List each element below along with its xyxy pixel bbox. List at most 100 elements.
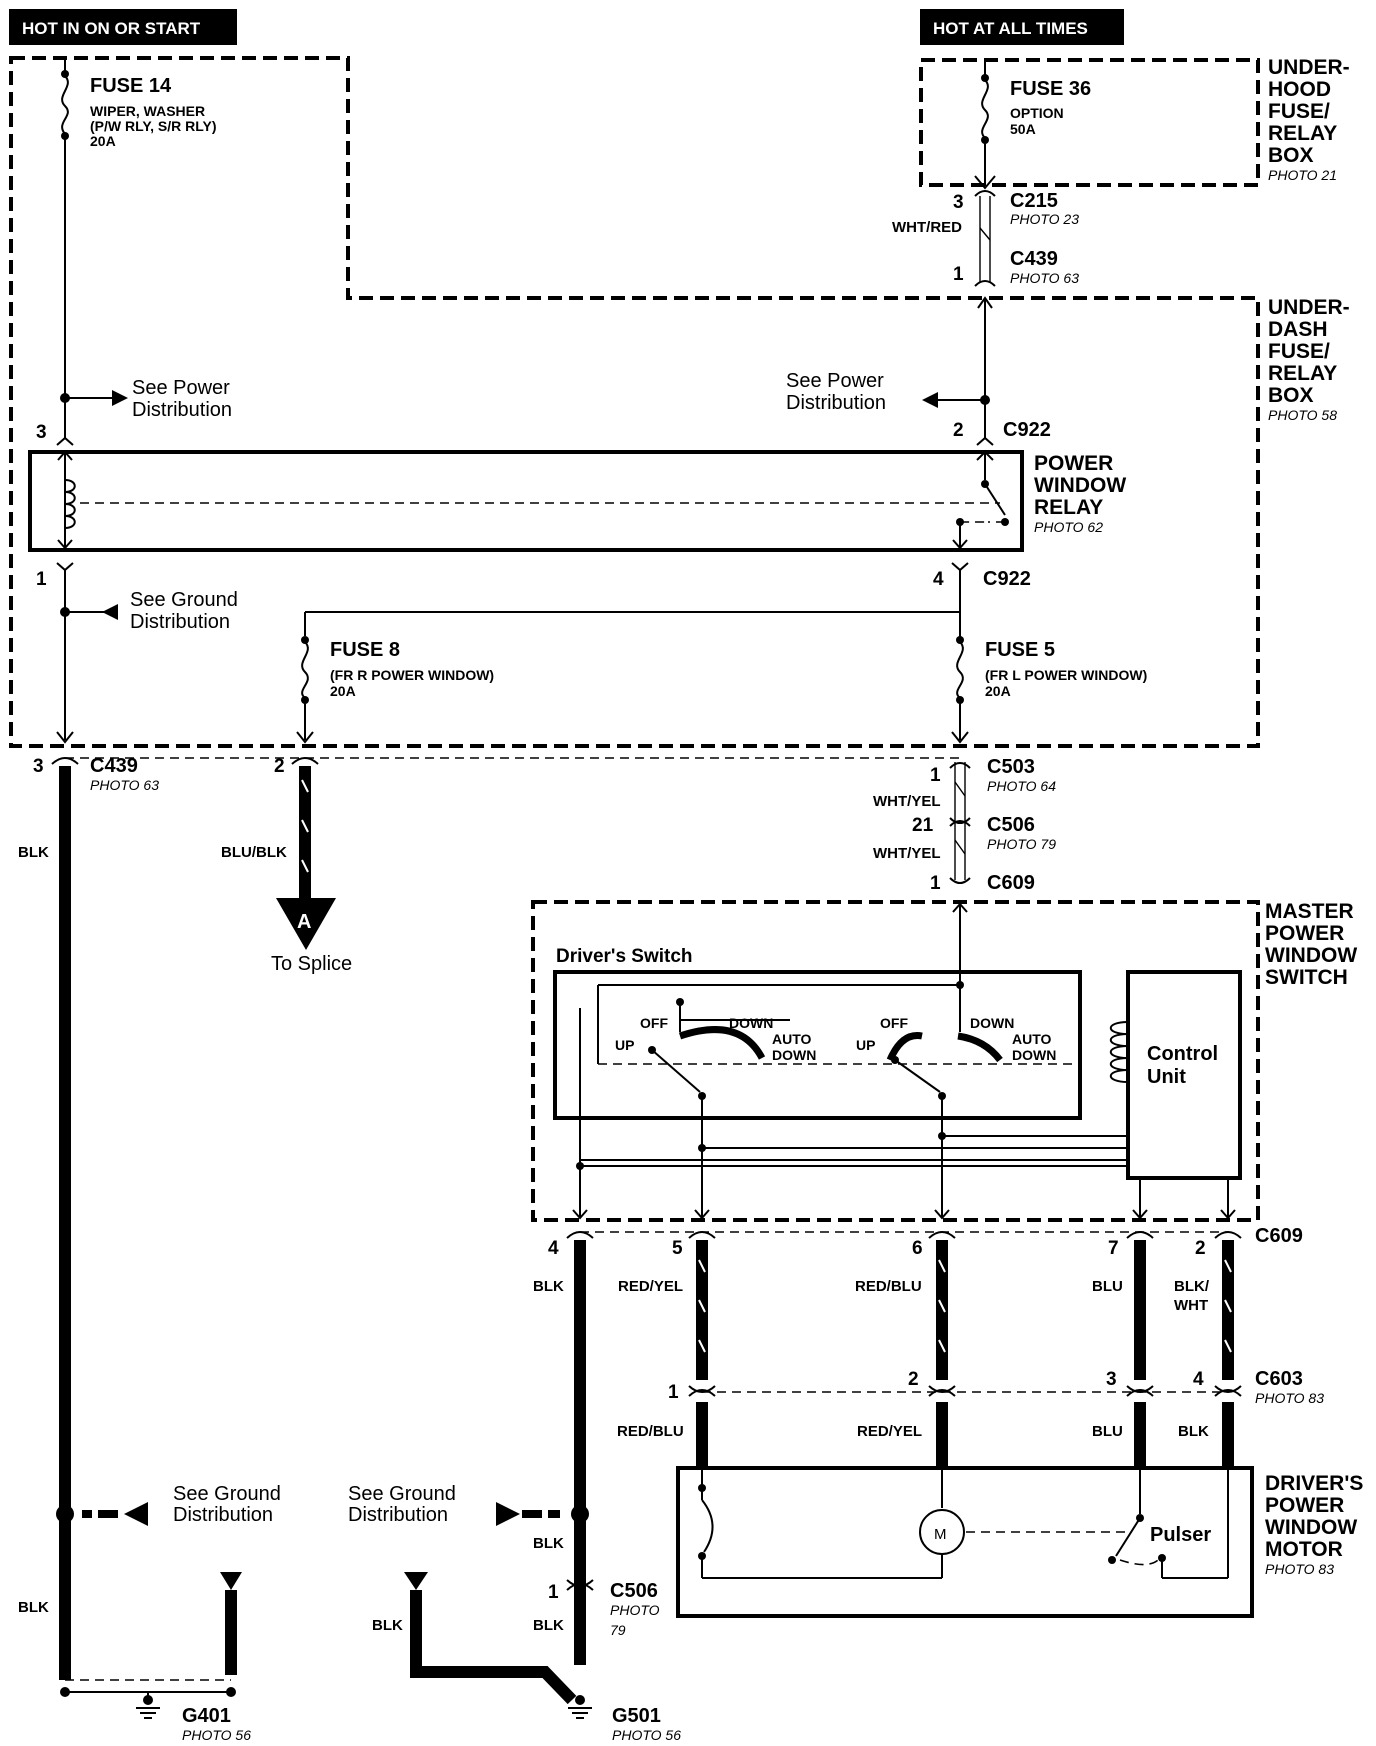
wire-label-red-blu-m1: RED/BLU xyxy=(617,1423,684,1440)
svg-text:PHOTO 79: PHOTO 79 xyxy=(987,836,1056,852)
svg-text:C609: C609 xyxy=(987,872,1035,894)
svg-text:1: 1 xyxy=(930,873,941,894)
svg-text:RELAY: RELAY xyxy=(1268,122,1337,145)
c922-top-label: C922 xyxy=(1003,419,1051,441)
svg-text:(FR L POWER WINDOW): (FR L POWER WINDOW) xyxy=(985,667,1147,683)
svg-text:PHOTO 64: PHOTO 64 xyxy=(987,778,1056,794)
c922-pin-3: 3 xyxy=(36,422,47,443)
svg-text:4: 4 xyxy=(1193,1369,1204,1390)
svg-text:PHOTO 62: PHOTO 62 xyxy=(1034,519,1103,535)
see-ground-top: See Ground Distribution xyxy=(130,589,238,633)
svg-text:50A: 50A xyxy=(1010,121,1036,137)
svg-text:WINDOW: WINDOW xyxy=(1034,474,1126,497)
splice-a-marker: A xyxy=(276,898,336,950)
wire-label-red-yel-m2: RED/YEL xyxy=(857,1423,922,1440)
svg-text:POWER: POWER xyxy=(1034,452,1113,475)
svg-text:UP: UP xyxy=(615,1037,634,1053)
svg-text:1: 1 xyxy=(953,264,964,285)
svg-text:A: A xyxy=(297,911,311,933)
svg-text:MOTOR: MOTOR xyxy=(1265,1538,1343,1561)
see-power-right: See Power Distribution xyxy=(786,370,886,414)
svg-text:OFF: OFF xyxy=(880,1015,908,1031)
wire-label-blk-g501-a: BLK xyxy=(533,1535,564,1552)
svg-text:3: 3 xyxy=(33,756,44,777)
drivers-power-window-motor: M Pulser xyxy=(676,1466,1254,1618)
svg-text:OFF: OFF xyxy=(640,1015,668,1031)
wire-label-blk-g501-b: BLK xyxy=(533,1617,564,1634)
ground-junction-mid xyxy=(571,1505,589,1523)
underdash-label: UNDER- DASH FUSE/ RELAY BOX PHOTO 58 xyxy=(1268,296,1350,423)
wire-wht-red: WHT/RED xyxy=(892,219,962,236)
svg-text:5: 5 xyxy=(672,1238,683,1259)
wire-blk-left-low: BLK xyxy=(18,1599,49,1616)
svg-text:See Ground: See Ground xyxy=(348,1483,456,1505)
svg-text:20A: 20A xyxy=(330,683,356,699)
svg-text:Pulser: Pulser xyxy=(1150,1524,1211,1546)
wire-blu-blk: BLU/BLK xyxy=(221,844,287,861)
svg-text:20A: 20A xyxy=(90,133,116,149)
svg-text:3: 3 xyxy=(1106,1369,1117,1390)
see-ground-mid-ref: See Ground Distribution xyxy=(348,1483,560,1526)
svg-text:C603: C603 xyxy=(1255,1368,1303,1390)
fuse-5: FUSE 5 (FR L POWER WINDOW) 20A xyxy=(956,636,1147,704)
hot-in-on-tab: HOT IN ON OR START xyxy=(9,9,237,45)
c922-pin-2: 2 xyxy=(953,420,964,441)
c609-bottom-connector: 4 5 6 7 2 C609 xyxy=(548,1225,1303,1259)
power-window-relay: POWER WINDOW RELAY PHOTO 62 xyxy=(28,436,1126,552)
svg-text:FUSE/: FUSE/ xyxy=(1268,100,1330,123)
svg-text:Distribution: Distribution xyxy=(786,392,886,414)
svg-text:1: 1 xyxy=(930,765,941,786)
g501-group: BLK G501 PHOTO 56 xyxy=(372,1572,681,1743)
c922-pin-1: 1 xyxy=(36,569,47,590)
wire-label-red-blu-6: RED/BLU xyxy=(855,1278,922,1295)
svg-text:AUTO: AUTO xyxy=(772,1031,812,1047)
svg-text:OPTION: OPTION xyxy=(1010,105,1064,121)
hot-at-all-label: HOT AT ALL TIMES xyxy=(933,19,1088,38)
hot-in-on-label: HOT IN ON OR START xyxy=(22,19,201,38)
svg-text:FUSE 8: FUSE 8 xyxy=(330,639,400,661)
svg-text:Distribution: Distribution xyxy=(132,399,232,421)
drivers-switch: Driver's Switch OFF UP DOWN AUTO DOWN OF… xyxy=(553,946,1082,1120)
svg-text:C503: C503 xyxy=(987,756,1035,778)
svg-text:2: 2 xyxy=(908,1369,919,1390)
to-splice-label: To Splice xyxy=(271,953,352,975)
svg-text:PHOTO 83: PHOTO 83 xyxy=(1255,1390,1324,1406)
svg-text:DASH: DASH xyxy=(1268,318,1328,341)
c439-top-connector: 1 C439 PHOTO 63 xyxy=(953,248,1079,287)
svg-text:FUSE/: FUSE/ xyxy=(1268,340,1330,363)
arrow-left-icon xyxy=(102,604,118,620)
svg-text:See Ground: See Ground xyxy=(130,589,238,611)
svg-text:2: 2 xyxy=(274,756,285,777)
g401-group: G401 PHOTO 56 xyxy=(60,1572,251,1743)
c506-bottom-connector: 1 C506 PHOTO 79 xyxy=(548,1579,660,1638)
svg-text:(FR R POWER WINDOW): (FR R POWER WINDOW) xyxy=(330,667,494,683)
svg-text:Distribution: Distribution xyxy=(348,1504,448,1526)
svg-text:DOWN: DOWN xyxy=(729,1015,773,1031)
svg-text:BLK: BLK xyxy=(372,1617,403,1634)
svg-text:See Ground: See Ground xyxy=(173,1483,281,1505)
svg-text:SWITCH: SWITCH xyxy=(1265,966,1348,989)
c922-pin-4: 4 xyxy=(933,569,944,590)
svg-text:4: 4 xyxy=(548,1238,559,1259)
svg-text:79: 79 xyxy=(610,1622,626,1638)
svg-text:FUSE 5: FUSE 5 xyxy=(985,639,1055,661)
svg-text:UNDER-: UNDER- xyxy=(1268,296,1350,319)
svg-text:Distribution: Distribution xyxy=(173,1504,273,1526)
svg-text:HOOD: HOOD xyxy=(1268,78,1331,101)
svg-text:3: 3 xyxy=(953,192,964,213)
svg-text:PHOTO 83: PHOTO 83 xyxy=(1265,1561,1334,1577)
svg-text:FUSE 14: FUSE 14 xyxy=(90,75,172,97)
svg-text:Control: Control xyxy=(1147,1043,1218,1065)
underhood-label: UNDER- HOOD FUSE/ RELAY BOX PHOTO 21 xyxy=(1268,56,1350,183)
svg-text:DOWN: DOWN xyxy=(970,1015,1014,1031)
see-power-left: See Power Distribution xyxy=(132,377,232,421)
svg-text:PHOTO 23: PHOTO 23 xyxy=(1010,211,1079,227)
svg-text:DOWN: DOWN xyxy=(1012,1047,1056,1063)
fuse-14: FUSE 14 WIPER, WASHER (P/W RLY, S/R RLY)… xyxy=(61,58,217,149)
svg-text:AUTO: AUTO xyxy=(1012,1031,1052,1047)
svg-text:POWER: POWER xyxy=(1265,922,1344,945)
master-switch-label: MASTER POWER WINDOW SWITCH xyxy=(1265,900,1357,989)
fuse-36: FUSE 36 OPTION 50A xyxy=(981,60,1091,144)
svg-text:See Power: See Power xyxy=(132,377,230,399)
